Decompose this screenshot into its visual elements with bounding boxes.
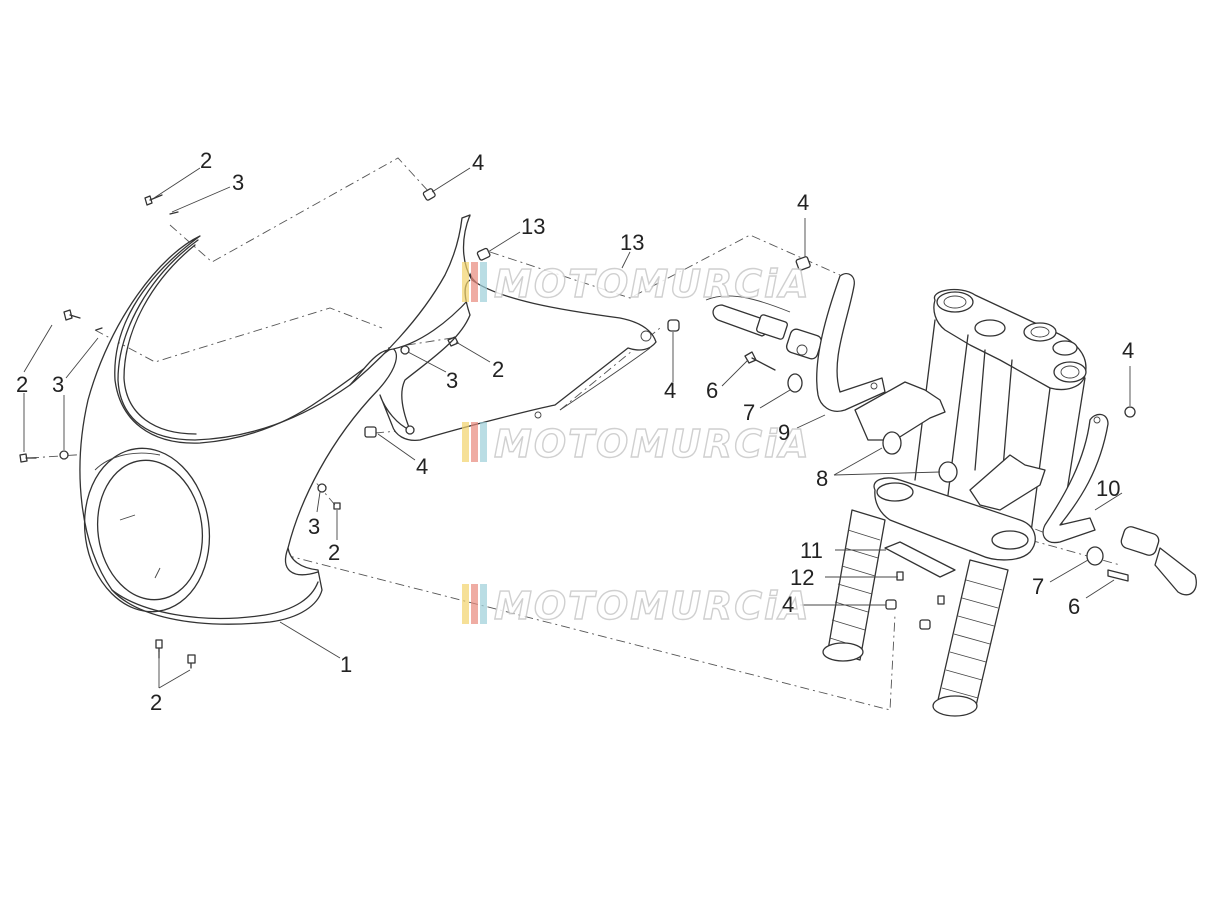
callout-6: 6 bbox=[1068, 594, 1080, 619]
watermark-top: MOTOMURCiA bbox=[462, 261, 811, 307]
callout-7: 7 bbox=[743, 400, 755, 425]
callout-2: 2 bbox=[200, 148, 212, 173]
callout-4: 4 bbox=[664, 378, 676, 403]
callout-2: 2 bbox=[150, 690, 162, 715]
callout-12: 12 bbox=[790, 565, 814, 590]
callout-10: 10 bbox=[1096, 476, 1120, 501]
callout-2: 2 bbox=[328, 540, 340, 565]
front-fairing bbox=[79, 214, 493, 625]
callout-3: 3 bbox=[308, 514, 320, 539]
callout-13: 13 bbox=[620, 230, 644, 255]
callout-labels: 1 2 3 4 13 13 4 2 3 3 2 4 3 2 2 4 6 7 9 … bbox=[16, 148, 1134, 715]
screw-icon bbox=[144, 194, 163, 206]
callout-3: 3 bbox=[232, 170, 244, 195]
watermark-middle: MOTOMURCiA bbox=[462, 421, 811, 467]
watermark-text: MOTOMURCiA bbox=[494, 584, 811, 628]
fairing-bracket-right bbox=[884, 406, 1197, 630]
callout-4: 4 bbox=[797, 190, 809, 215]
watermark-text: MOTOMURCiA bbox=[494, 262, 811, 306]
callout-13: 13 bbox=[521, 214, 545, 239]
callout-4: 4 bbox=[1122, 338, 1134, 363]
inner-support-panel bbox=[379, 214, 657, 441]
callout-6: 6 bbox=[706, 378, 718, 403]
callout-2: 2 bbox=[16, 372, 28, 397]
nut-icon bbox=[422, 188, 436, 201]
callout-9: 9 bbox=[778, 420, 790, 445]
fairing-bracket-long bbox=[816, 272, 886, 412]
callout-2: 2 bbox=[492, 357, 504, 382]
callout-7: 7 bbox=[1032, 574, 1044, 599]
callout-4: 4 bbox=[472, 150, 484, 175]
watermark-bottom: MOTOMURCiA bbox=[462, 583, 811, 629]
callout-8: 8 bbox=[816, 466, 828, 491]
watermark-text: MOTOMURCiA bbox=[494, 422, 811, 466]
callout-1: 1 bbox=[340, 652, 352, 677]
turn-signal-left bbox=[705, 295, 823, 393]
front-fork-assembly bbox=[822, 288, 1087, 717]
callout-3: 3 bbox=[52, 372, 64, 397]
callout-11: 11 bbox=[800, 538, 823, 563]
leader-lines bbox=[23, 167, 1131, 689]
callout-4: 4 bbox=[416, 454, 428, 479]
callout-3: 3 bbox=[446, 368, 458, 393]
callout-4: 4 bbox=[782, 592, 794, 617]
